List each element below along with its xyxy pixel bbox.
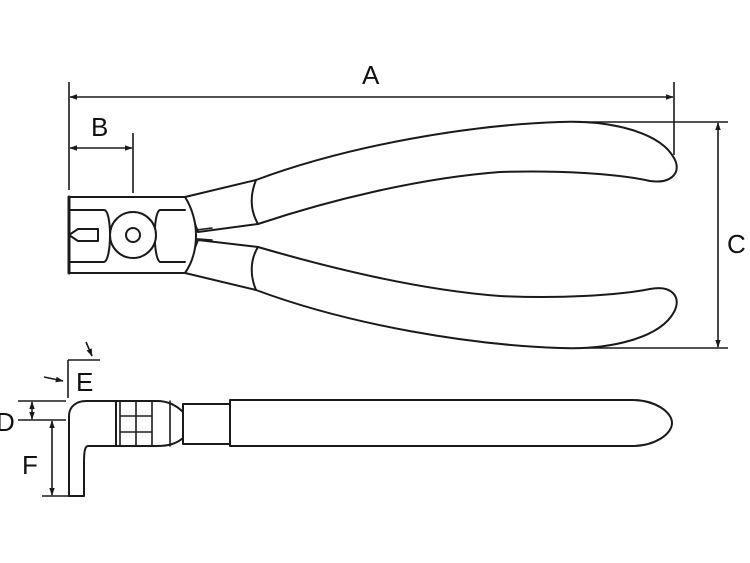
side-joint (115, 400, 184, 447)
lower-grip-edge (250, 246, 259, 291)
pivot-inner (125, 227, 141, 243)
dimension-c-label: C (727, 229, 746, 259)
dimension-f-label: F (22, 450, 38, 480)
dimension-lines (18, 82, 728, 497)
dimension-a-label: A (362, 60, 380, 90)
dimension-e-arrow-top (85, 341, 93, 357)
dimension-e-label: E (76, 367, 93, 397)
dimension-b-label: B (91, 112, 108, 142)
side-handle (229, 399, 673, 447)
side-jaw (68, 400, 117, 497)
jaw-notch (68, 228, 99, 242)
pliers-side-view (68, 399, 673, 497)
dimension-d-label: D (0, 407, 15, 437)
side-neck (182, 403, 231, 445)
side-joint-lines (119, 400, 171, 447)
pliers-top-view (67, 120, 678, 350)
upper-handle (184, 120, 678, 233)
upper-grip-edge (250, 179, 259, 225)
lower-handle (184, 239, 678, 350)
dimension-e-arrow-left (43, 376, 64, 383)
